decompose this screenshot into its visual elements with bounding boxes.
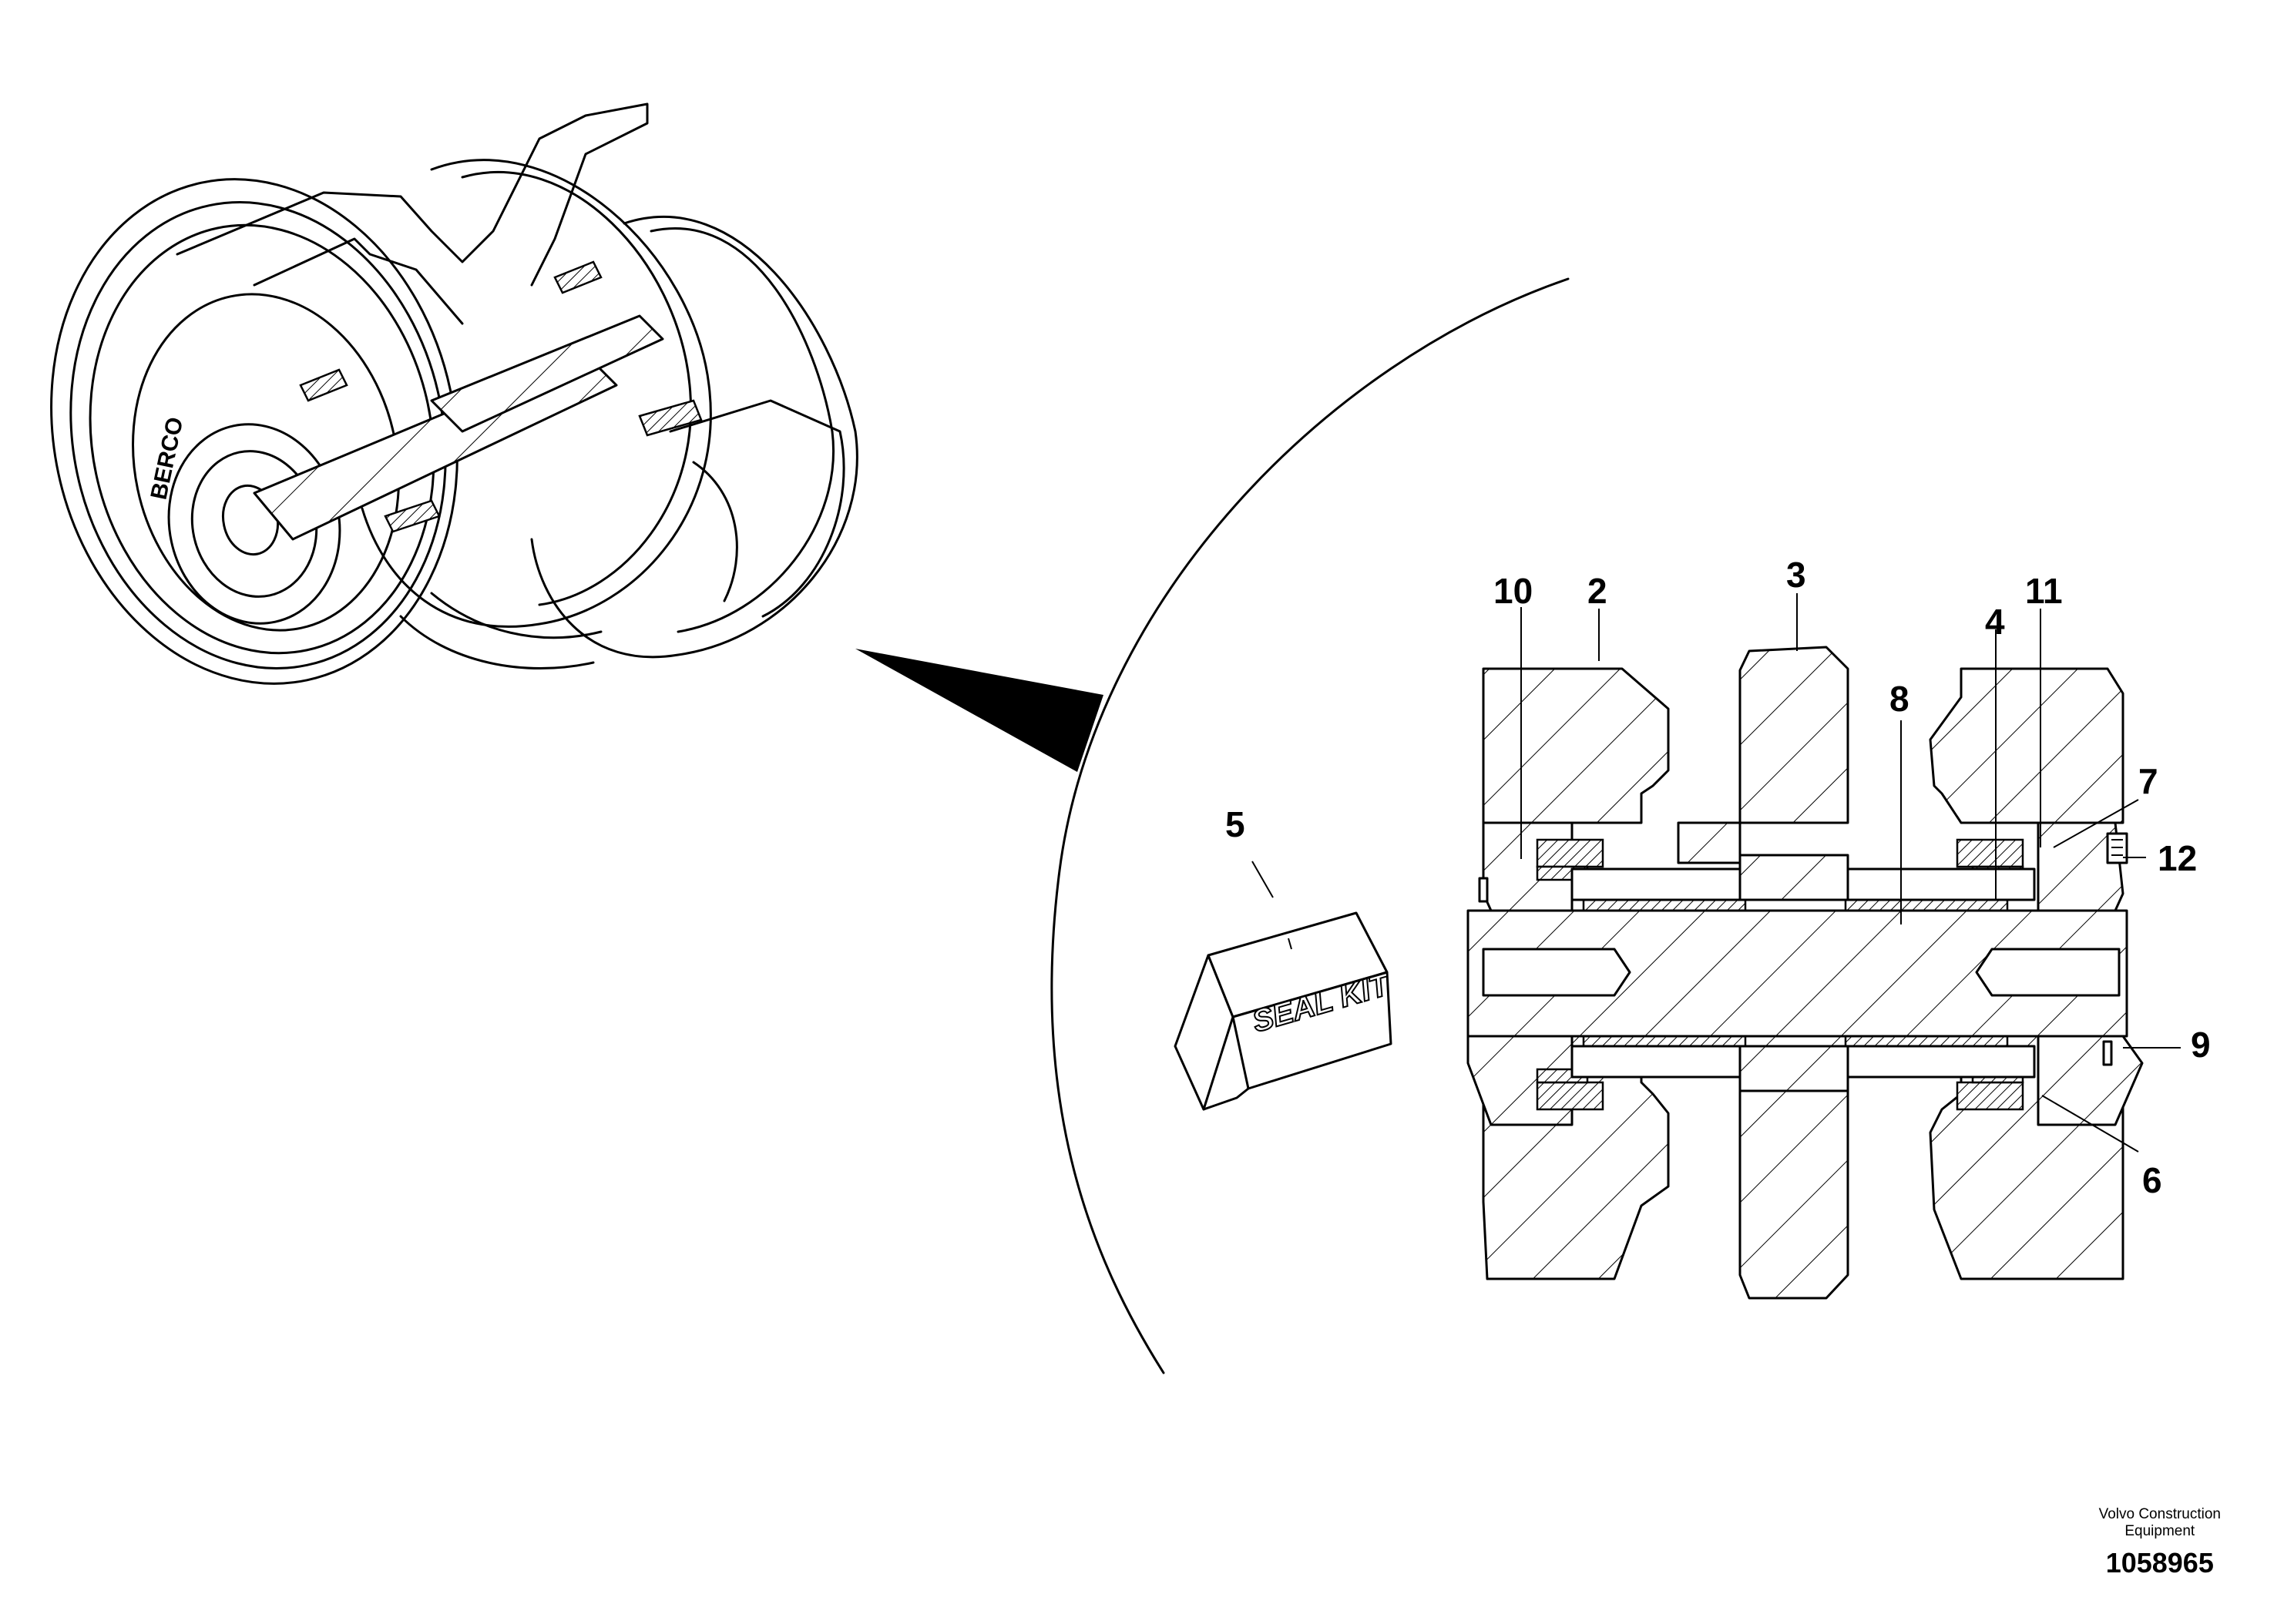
roller-perspective-view (50, 102, 858, 685)
roller-cross-section (1466, 646, 2144, 1300)
callout-5: 5 (1225, 804, 1245, 844)
callout-7: 7 (2138, 761, 2158, 801)
callout-2: 2 (1587, 571, 1607, 611)
detail-boundary-arc (1050, 277, 1570, 1374)
seal-kit-package (1174, 911, 1392, 1111)
credit-organization-line1: Volvo Construction (2098, 1506, 2221, 1522)
brand-mark-berco: BERCO (146, 415, 189, 502)
credit-organization-line2: Equipment (2124, 1523, 2195, 1539)
callout-11: 11 (2025, 571, 2063, 611)
view-pointer-arrow (855, 649, 1103, 772)
callout-6: 6 (2142, 1160, 2162, 1200)
callout-12: 12 (2158, 838, 2197, 878)
callout-9: 9 (2191, 1025, 2211, 1065)
drawing-number: 1058965 (2105, 1547, 2214, 1579)
callout-8: 8 (1889, 679, 1909, 719)
callout-4: 4 (1985, 602, 2005, 642)
drawing-credit-block: Volvo Construction Equipment 1058965 (2099, 1506, 2221, 1580)
callout-3: 3 (1786, 555, 1806, 595)
leader-lines (1251, 593, 2181, 1153)
callout-10: 10 (1493, 571, 1533, 611)
